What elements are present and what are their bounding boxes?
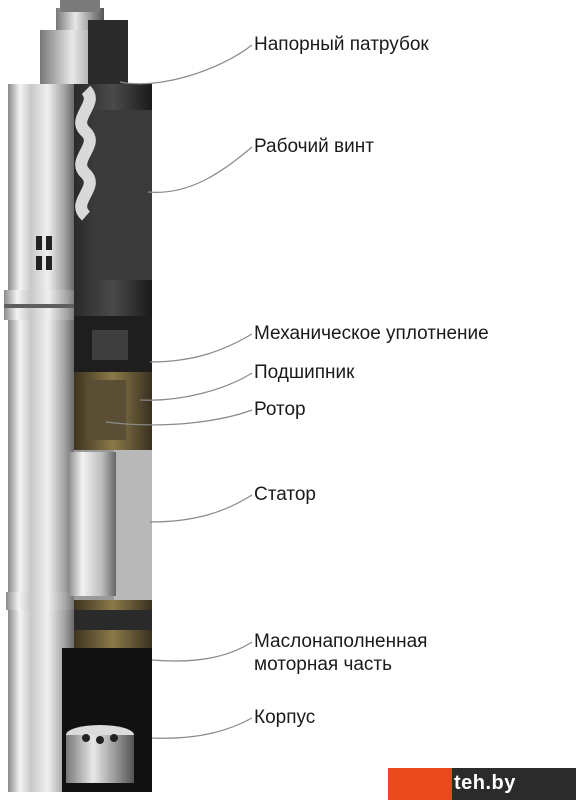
- label-outlet-pipe: Напорный патрубок: [254, 34, 429, 55]
- leader-bearing: [139, 372, 253, 401]
- working-screw: [75, 85, 96, 221]
- leader-case: [151, 717, 253, 739]
- leader-rotor: [105, 409, 253, 426]
- label-rotor: Ротор: [254, 399, 306, 420]
- label-case: Корпус: [254, 707, 316, 728]
- cutaway-interior: [62, 84, 152, 792]
- label-mechanical-seal: Механическое уплотнение: [254, 323, 489, 344]
- watermark-text: teh.by: [454, 772, 516, 794]
- leader-outlet: [119, 44, 253, 85]
- watermark-accent: [388, 768, 452, 800]
- outlet-pipe: [40, 0, 128, 86]
- watermark: teh.by: [388, 768, 576, 800]
- label-working-screw: Рабочий винт: [254, 136, 374, 157]
- label-oil-motor: Маслонаполненная моторная часть: [254, 630, 427, 676]
- label-stator: Статор: [254, 484, 316, 505]
- leader-stator: [149, 494, 253, 523]
- label-oil-motor-line1: Маслонаполненная: [254, 631, 428, 652]
- label-oil-motor-line2: моторная часть: [254, 654, 393, 675]
- leader-lines: [105, 44, 253, 739]
- leader-seal: [149, 333, 253, 363]
- leader-oil: [151, 641, 253, 662]
- label-bearing: Подшипник: [254, 362, 355, 383]
- leader-screw: [147, 146, 253, 193]
- watermark-dark: [452, 768, 576, 800]
